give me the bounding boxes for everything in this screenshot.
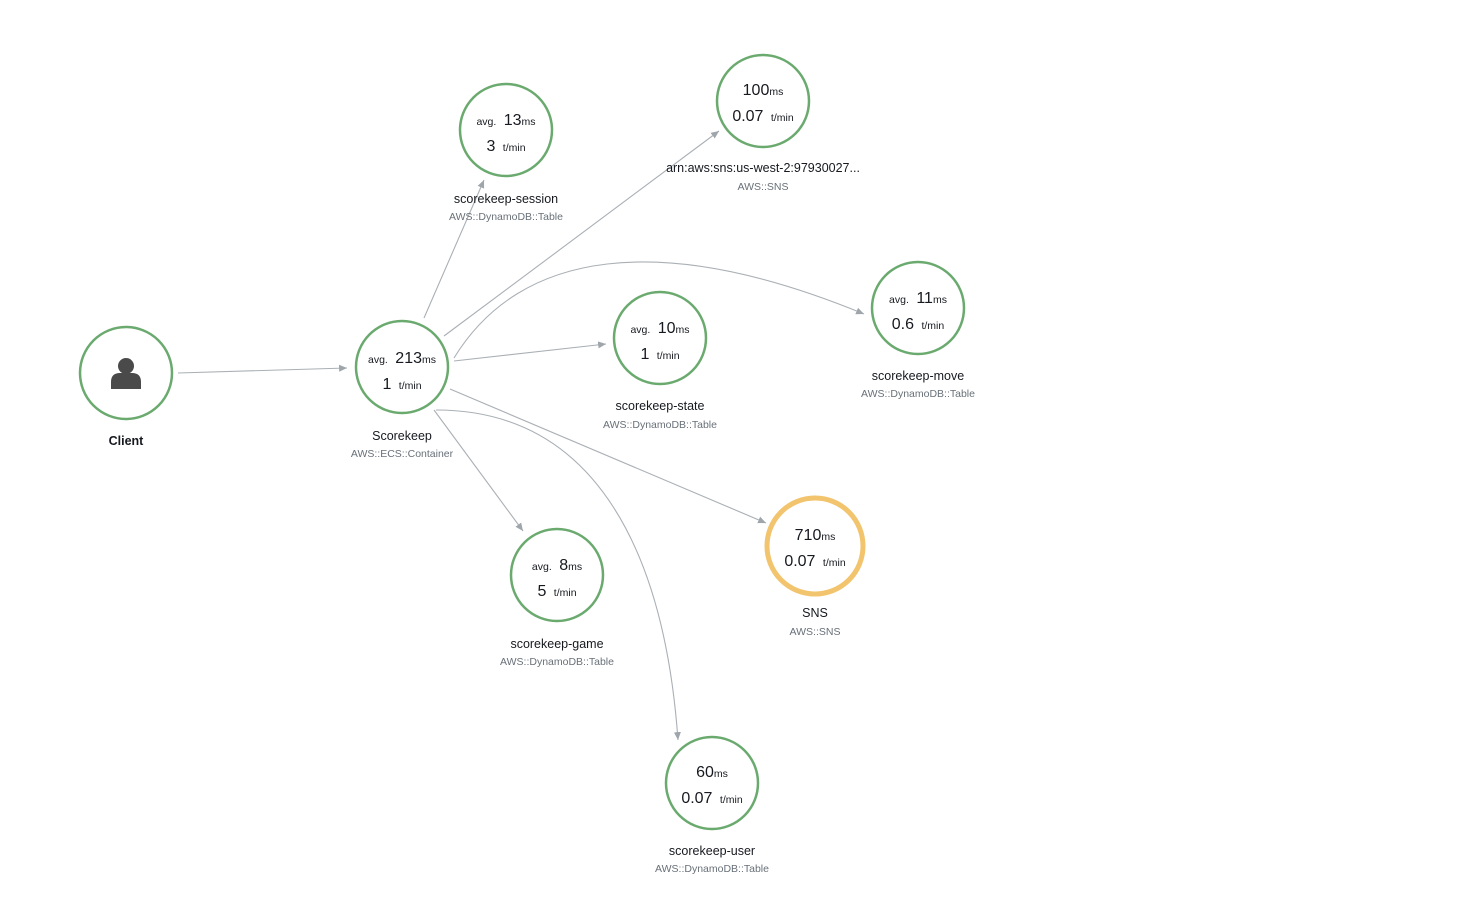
client-label: Client — [109, 434, 145, 448]
node-sns-arn-latency: 100ms — [743, 82, 784, 99]
node-state-latency: avg. 10ms — [630, 320, 689, 337]
node-session-name: scorekeep-session — [454, 192, 558, 206]
node-user-throughput: 0.07 t/min — [681, 790, 743, 807]
node-game-type: AWS::DynamoDB::Table — [500, 656, 614, 668]
node-move-latency: avg. 11ms — [889, 290, 947, 307]
node-session-latency: avg. 13ms — [476, 112, 535, 129]
node-user-latency: 60ms — [696, 764, 728, 781]
node-session-circle[interactable] — [458, 82, 554, 178]
node-user-name: scorekeep-user — [669, 844, 755, 858]
node-sns-arn-name: arn:aws:sns:us-west-2:97930027... — [666, 161, 860, 175]
node-scorekeep-throughput: 1 t/min — [382, 376, 421, 393]
node-sns-arn-type: AWS::SNS — [738, 181, 789, 193]
node-sns-arn-throughput: 0.07 t/min — [732, 108, 794, 125]
node-user-type: AWS::DynamoDB::Table — [655, 863, 769, 875]
edges — [177, 130, 865, 741]
node-user-circle[interactable] — [664, 735, 760, 831]
node-move-circle[interactable] — [870, 260, 966, 356]
edge-scorekeep-move[interactable] — [453, 261, 865, 359]
node-sns-circle[interactable] — [764, 495, 866, 597]
node-scorekeep-type: AWS::ECS::Container — [351, 448, 454, 460]
node-session-throughput: 3 t/min — [486, 138, 525, 155]
node-sns-throughput: 0.07 t/min — [784, 553, 846, 570]
node-game-circle[interactable] — [509, 527, 605, 623]
node-session-type: AWS::DynamoDB::Table — [449, 211, 563, 223]
node-scorekeep-circle[interactable] — [354, 319, 450, 415]
node-scorekeep-state[interactable]: avg. 10ms 1 t/min scorekeep-state AWS::D… — [603, 290, 717, 431]
client-node[interactable]: Client — [78, 325, 174, 448]
node-sns-arn-circle[interactable] — [715, 53, 811, 149]
node-sns-latency: 710ms — [795, 527, 836, 544]
node-state-type: AWS::DynamoDB::Table — [603, 419, 717, 431]
node-scorekeep-user[interactable]: 60ms 0.07 t/min scorekeep-user AWS::Dyna… — [655, 735, 769, 875]
node-sns[interactable]: 710ms 0.07 t/min SNS AWS::SNS — [764, 495, 866, 638]
node-scorekeep-move[interactable]: avg. 11ms 0.6 t/min scorekeep-move AWS::… — [861, 260, 975, 400]
node-scorekeep-name: Scorekeep — [372, 429, 432, 443]
node-game-latency: avg. 8ms — [532, 557, 582, 574]
node-sns-type: AWS::SNS — [790, 626, 841, 638]
edge-client-scorekeep[interactable] — [177, 364, 348, 374]
user-icon — [111, 358, 141, 389]
node-move-name: scorekeep-move — [872, 369, 964, 383]
node-scorekeep-game[interactable]: avg. 8ms 5 t/min scorekeep-game AWS::Dyn… — [500, 527, 614, 668]
node-game-name: scorekeep-game — [510, 637, 603, 651]
node-scorekeep[interactable]: avg. 213ms 1 t/min Scorekeep AWS::ECS::C… — [351, 319, 454, 460]
edge-scorekeep-game[interactable] — [433, 409, 524, 532]
edge-scorekeep-sns-arn[interactable] — [443, 130, 720, 337]
edge-scorekeep-sns[interactable] — [449, 388, 767, 524]
node-state-throughput: 1 t/min — [640, 346, 679, 363]
edge-scorekeep-session[interactable] — [423, 179, 485, 319]
node-move-type: AWS::DynamoDB::Table — [861, 388, 975, 400]
node-sns-arn[interactable]: 100ms 0.07 t/min arn:aws:sns:us-west-2:9… — [666, 53, 860, 193]
node-state-name: scorekeep-state — [616, 399, 705, 413]
edge-scorekeep-state[interactable] — [453, 341, 607, 362]
node-move-throughput: 0.6 t/min — [892, 316, 945, 333]
node-scorekeep-latency: avg. 213ms — [368, 350, 436, 367]
edge-scorekeep-user[interactable] — [435, 409, 681, 741]
node-state-circle[interactable] — [612, 290, 708, 386]
node-game-throughput: 5 t/min — [537, 583, 576, 600]
node-sns-name: SNS — [802, 606, 828, 620]
node-scorekeep-session[interactable]: avg. 13ms 3 t/min scorekeep-session AWS:… — [449, 82, 563, 223]
